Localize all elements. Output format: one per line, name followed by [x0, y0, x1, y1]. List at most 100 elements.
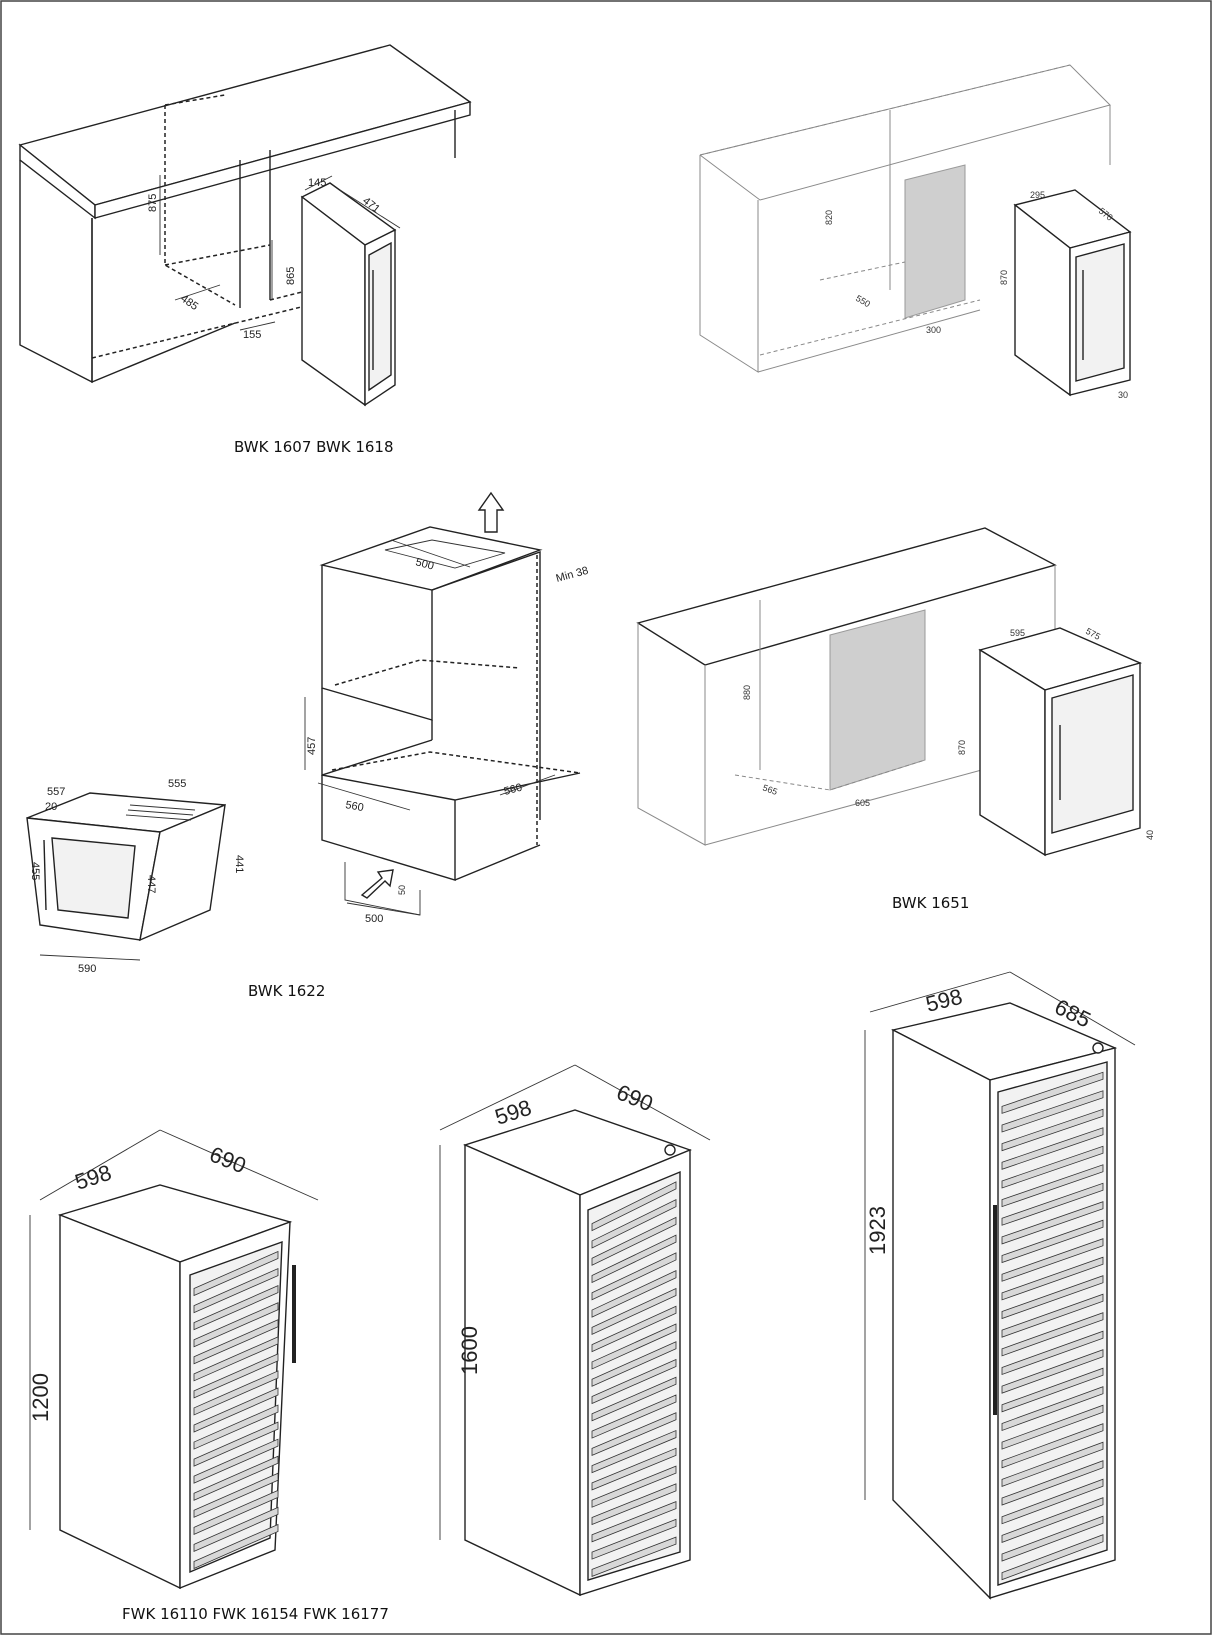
wine-rack-shelf: [1001, 1349, 1104, 1394]
dim-fwk16110-height: 1200: [28, 1373, 53, 1422]
wine-rack-shelf: [591, 1447, 677, 1491]
wine-rack-shelf: [1001, 1293, 1104, 1338]
fwk16110-wine-racks: [193, 1250, 279, 1570]
dim-bwk1622-unit-frame: 20: [45, 801, 57, 813]
dim-bwk1607-niche-height: 875: [147, 194, 159, 212]
wine-rack-shelf: [1001, 1534, 1104, 1581]
caption-bwk1607-bwk1618: BWK 1607 BWK 1618: [234, 438, 394, 456]
airflow-up-arrow: [477, 491, 505, 533]
fwk16110-drawing: 598 690 1200: [28, 1129, 319, 1590]
bwk1618-niche-shade: [904, 164, 966, 319]
bwk1622-unit-drawing: 557 555 20 455 447 441 590: [26, 778, 245, 975]
wine-rack-shelf: [1001, 1145, 1104, 1189]
wine-rack-shelf: [591, 1305, 677, 1353]
wine-rack-shelf: [591, 1376, 677, 1422]
bwk1607-niche-drawing: 875 485 155 145 471 865: [18, 44, 472, 407]
dim-bwk1622-unit-width: 590: [78, 963, 96, 975]
wine-rack-shelf: [1001, 1312, 1104, 1357]
wine-rack-shelf: [193, 1455, 279, 1501]
dim-bwk1651-unit-height: 870: [957, 740, 967, 755]
bwk1618-unit-glass-door: [1075, 243, 1125, 382]
bwk1651-niche-drawing: 880 565 605 595 575 870 40: [636, 527, 1155, 857]
cabinet-left-front: [91, 218, 236, 384]
wine-rack-shelf: [1001, 1164, 1104, 1208]
dim-bwk1622-niche-height: 457: [306, 737, 318, 755]
wine-rack-shelf: [1001, 1460, 1104, 1506]
wine-rack-shelf: [193, 1523, 279, 1570]
dim-bwk1622-niche-depth: 560: [503, 782, 524, 798]
wine-rack-shelf: [591, 1252, 677, 1301]
wine-rack-shelf: [591, 1429, 677, 1474]
wine-rack-shelf: [193, 1285, 279, 1331]
dim-bwk1622-niche-width: 560: [344, 799, 364, 814]
wine-rack-shelf: [591, 1287, 677, 1335]
wine-rack-shelf: [591, 1270, 677, 1318]
fwk16110-handle: [292, 1265, 296, 1363]
wine-rack-shelf: [193, 1472, 279, 1518]
dim-fwk16154-height: 1600: [457, 1326, 482, 1375]
wine-rack-shelf: [1001, 1441, 1104, 1487]
bwk1622-unit-glass-door: [51, 837, 136, 919]
fwk16154-drawing: 598 690 1600: [439, 1064, 711, 1597]
fwk16177-handle: [993, 1205, 997, 1415]
wine-rack-shelf: [193, 1370, 279, 1416]
wine-rack-shelf: [193, 1506, 279, 1553]
wine-rack-shelf: [1001, 1275, 1104, 1320]
wine-rack-shelf: [591, 1199, 677, 1249]
fwk16154-hinge: [664, 1144, 676, 1156]
wine-rack-shelf: [591, 1323, 677, 1370]
wine-rack-shelf: [1001, 1423, 1104, 1469]
wine-rack-shelf: [193, 1353, 279, 1399]
wine-rack-shelf: [193, 1404, 279, 1450]
wine-rack-shelf: [591, 1536, 677, 1577]
wine-rack-shelf: [591, 1501, 677, 1543]
wine-rack-shelf: [591, 1358, 677, 1405]
caption-bwk1651: BWK 1651: [892, 894, 969, 912]
fwk16154-side: [464, 1143, 581, 1597]
caption-fwk-freestanding: FWK 16110 FWK 16154 FWK 16177: [122, 1605, 389, 1623]
wine-rack-shelf: [1001, 1386, 1104, 1432]
wine-rack-shelf: [591, 1181, 677, 1232]
fwk16177-side: [892, 1028, 991, 1600]
niche-top: [164, 94, 226, 106]
wine-rack-shelf: [1001, 1219, 1104, 1264]
bwk1651-unit-glass-door: [1051, 674, 1134, 834]
wine-rack-shelf: [1001, 1182, 1104, 1226]
dim-bwk1622-unit-side-height: 441: [233, 855, 245, 873]
wine-rack-shelf: [193, 1336, 279, 1382]
dim-bwk1651-unit-foot: 40: [1145, 830, 1155, 840]
caption-bwk1622: BWK 1622: [248, 982, 325, 1000]
wine-rack-shelf: [1001, 1108, 1104, 1152]
dim-bwk1618-niche-width: 300: [926, 325, 941, 335]
wine-rack-shelf: [591, 1483, 677, 1526]
dim-bwk1618-unit-foot: 30: [1118, 390, 1128, 400]
wine-rack-shelf: [591, 1412, 677, 1456]
dim-bwk1622-unit-depth: 557: [47, 786, 65, 798]
wine-rack-shelf: [591, 1465, 677, 1508]
dim-bwk1607-niche-width: 155: [243, 329, 261, 341]
fwk16110-side: [59, 1213, 181, 1590]
dim-bwk1607-unit-width: 145: [308, 177, 326, 189]
dim-bwk1651-niche-width: 605: [855, 798, 870, 808]
dim-bwk1622-unit-top-width: 555: [168, 778, 186, 790]
wine-rack-shelf: [591, 1394, 677, 1439]
wine-rack-shelf: [591, 1216, 677, 1266]
wine-rack-shelf: [193, 1302, 279, 1348]
dim-bwk1651-niche-height: 880: [742, 685, 752, 700]
dim-bwk1651-unit-width: 595: [1010, 628, 1025, 638]
dim-bwk1651-niche-depth: 565: [761, 782, 779, 797]
fwk16154-wine-racks: [591, 1181, 677, 1577]
dim-bwk1607-unit-height: 865: [285, 267, 297, 285]
wine-rack-shelf: [193, 1489, 279, 1535]
niche-cabinet-top: [319, 526, 543, 591]
bwk1607-unit-glass-door: [368, 241, 392, 392]
wine-rack-shelf: [1001, 1404, 1104, 1450]
dim-bwk1622-vent-width: 500: [365, 913, 383, 925]
wine-rack-shelf: [1001, 1330, 1104, 1376]
dim-bwk1618-unit-height: 870: [999, 270, 1009, 285]
wine-rack-shelf: [193, 1250, 279, 1297]
wine-rack-shelf: [1001, 1201, 1104, 1245]
bwk1651-niche-shade: [829, 609, 926, 791]
wine-rack-shelf: [1001, 1478, 1104, 1525]
dim-bwk1618-unit-width: 295: [1030, 190, 1045, 200]
